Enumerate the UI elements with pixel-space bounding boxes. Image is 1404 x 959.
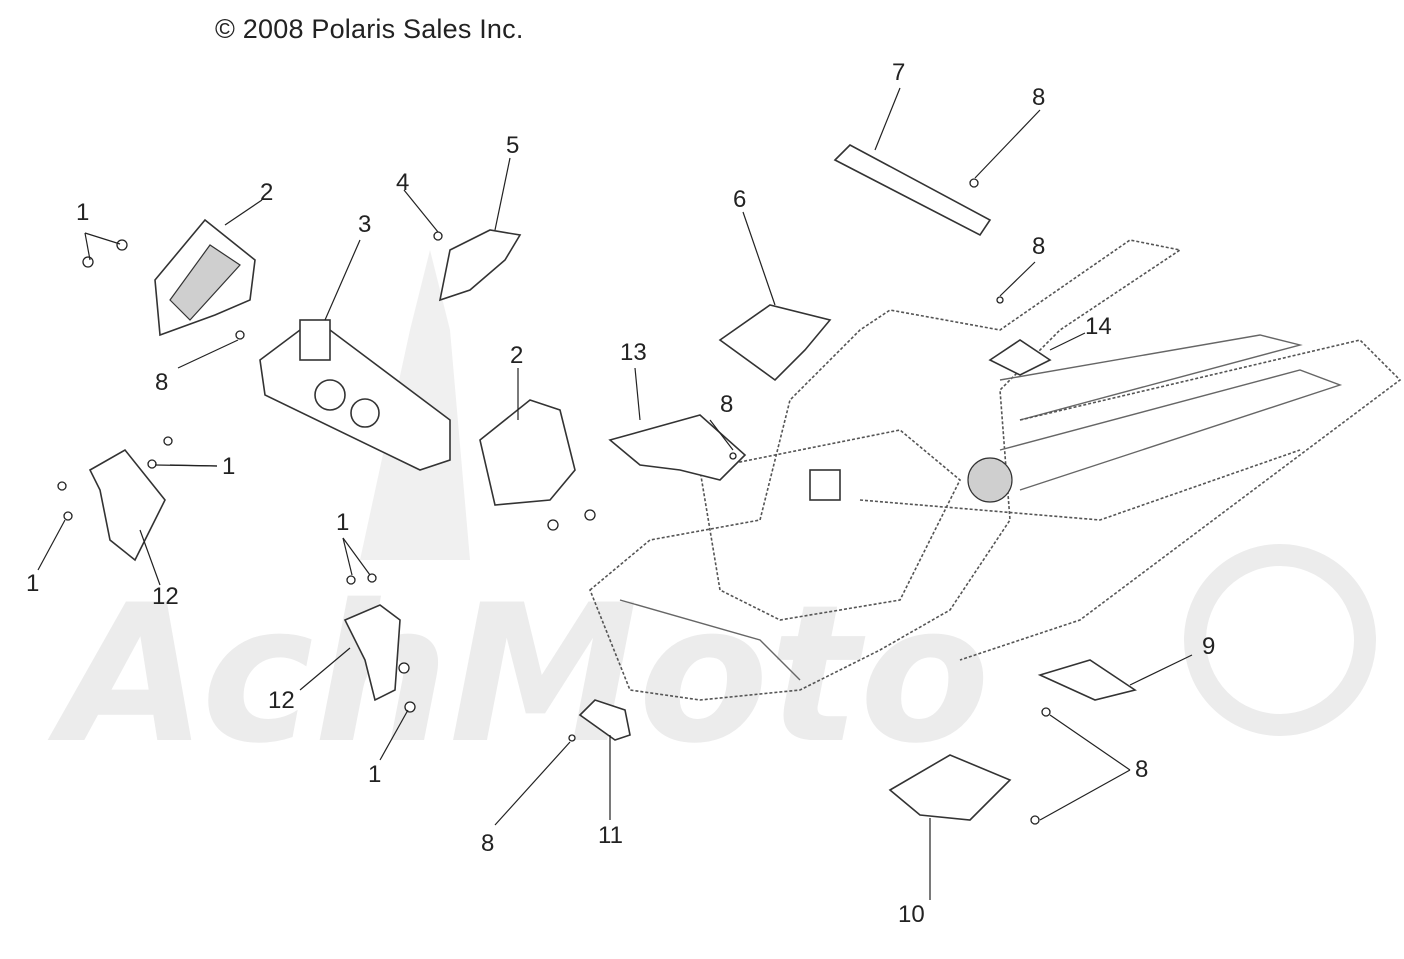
chassis-frame (589, 239, 1402, 701)
callout-label: 8 (1032, 233, 1045, 260)
callout-label: 13 (620, 339, 647, 366)
part-12-left (88, 448, 166, 562)
callout-label: 9 (1202, 633, 1215, 660)
part-2-upper-left (154, 218, 256, 337)
part-7-rail (833, 144, 992, 237)
callout-label: 7 (892, 59, 905, 86)
callout-label: 6 (733, 186, 746, 213)
callout-label: 11 (598, 822, 623, 849)
callout-label: 2 (510, 342, 523, 369)
callout-label: 12 (268, 687, 295, 714)
callout-label: 2 (260, 179, 273, 206)
callout-label: 8 (1032, 84, 1045, 111)
part-11-bracket (578, 699, 631, 741)
watermark-wheel (1184, 544, 1376, 736)
callout-label: 1 (368, 761, 381, 788)
part-14-bracket (988, 339, 1052, 376)
callout-label: 8 (720, 391, 733, 418)
callout-label: 8 (1135, 756, 1148, 783)
callout-label: 5 (506, 132, 519, 159)
callout-label: 14 (1085, 313, 1112, 340)
callout-label: 1 (336, 509, 349, 536)
part-12-lower (343, 604, 401, 702)
callout-label: 1 (76, 199, 89, 226)
leader-lines (37, 87, 1193, 900)
watermark-text: AchMoto (47, 564, 990, 785)
callout-label: 3 (358, 211, 371, 238)
callout-labels: 1 2 3 4 5 8 1 1 12 2 1 12 1 13 8 6 7 8 8… (26, 59, 1215, 928)
callout-label: 12 (152, 583, 179, 610)
callout-label: 1 (222, 453, 235, 480)
watermark: AchMoto (47, 250, 1376, 785)
part-2-center (479, 399, 576, 506)
part-9-plate (1037, 659, 1137, 701)
part-3-steering-housing (259, 319, 451, 471)
part-6-bracket (718, 304, 832, 382)
callout-label: 8 (155, 369, 168, 396)
callout-label: 4 (396, 169, 409, 196)
callout-label: 8 (481, 830, 494, 857)
callout-label: 10 (898, 901, 925, 928)
part-10-plate (888, 754, 1012, 821)
part-13-plate (608, 414, 747, 481)
callout-label: 1 (26, 570, 39, 597)
copyright-notice: © 2008 Polaris Sales Inc. (215, 14, 524, 44)
part-5-bracket (438, 229, 522, 302)
bolts (57, 178, 1051, 825)
